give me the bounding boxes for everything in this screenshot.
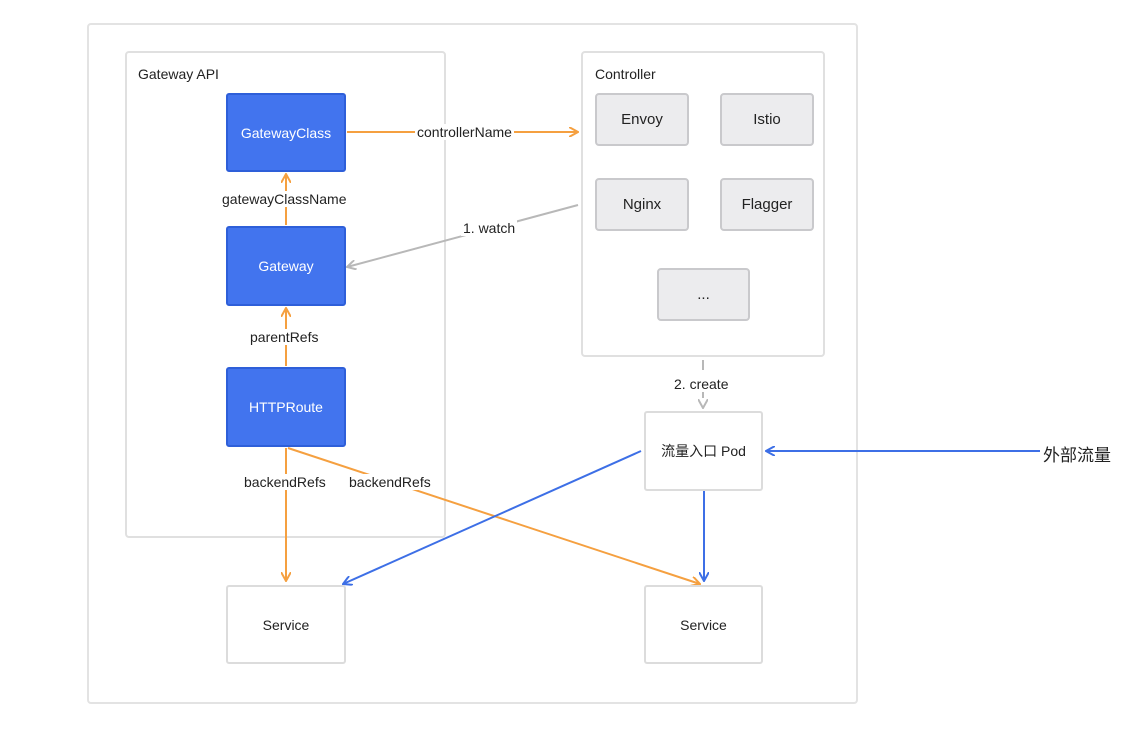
controller-title: Controller: [595, 66, 656, 82]
label-watch: 1. watch: [461, 220, 518, 236]
controller-istio[interactable]: Istio: [720, 93, 814, 146]
controller-more[interactable]: ...: [657, 268, 750, 321]
controller-flagger[interactable]: Flagger: [720, 178, 814, 231]
label-controller-name: controllerName: [415, 124, 514, 140]
service-right-node[interactable]: Service: [644, 585, 763, 664]
label-backend-refs-right: backendRefs: [347, 474, 433, 490]
http-route-node[interactable]: HTTPRoute: [226, 367, 346, 447]
label-create: 2. create: [672, 376, 731, 392]
service-left-node[interactable]: Service: [226, 585, 346, 664]
controller-nginx[interactable]: Nginx: [595, 178, 689, 231]
ingress-pod-node[interactable]: 流量入口 Pod: [644, 411, 763, 491]
label-external-traffic: 外部流量: [1043, 446, 1111, 465]
label-backend-refs-left: backendRefs: [242, 474, 328, 490]
controller-envoy[interactable]: Envoy: [595, 93, 689, 146]
label-gateway-class-name: gatewayClassName: [220, 191, 349, 207]
edge-watch: [347, 204, 579, 267]
edge-pod-to-service-left: [343, 450, 642, 584]
gateway-api-title: Gateway API: [138, 66, 219, 82]
label-parent-refs: parentRefs: [248, 329, 321, 345]
gateway-node[interactable]: Gateway: [226, 226, 346, 306]
gateway-class-node[interactable]: GatewayClass: [226, 93, 346, 172]
